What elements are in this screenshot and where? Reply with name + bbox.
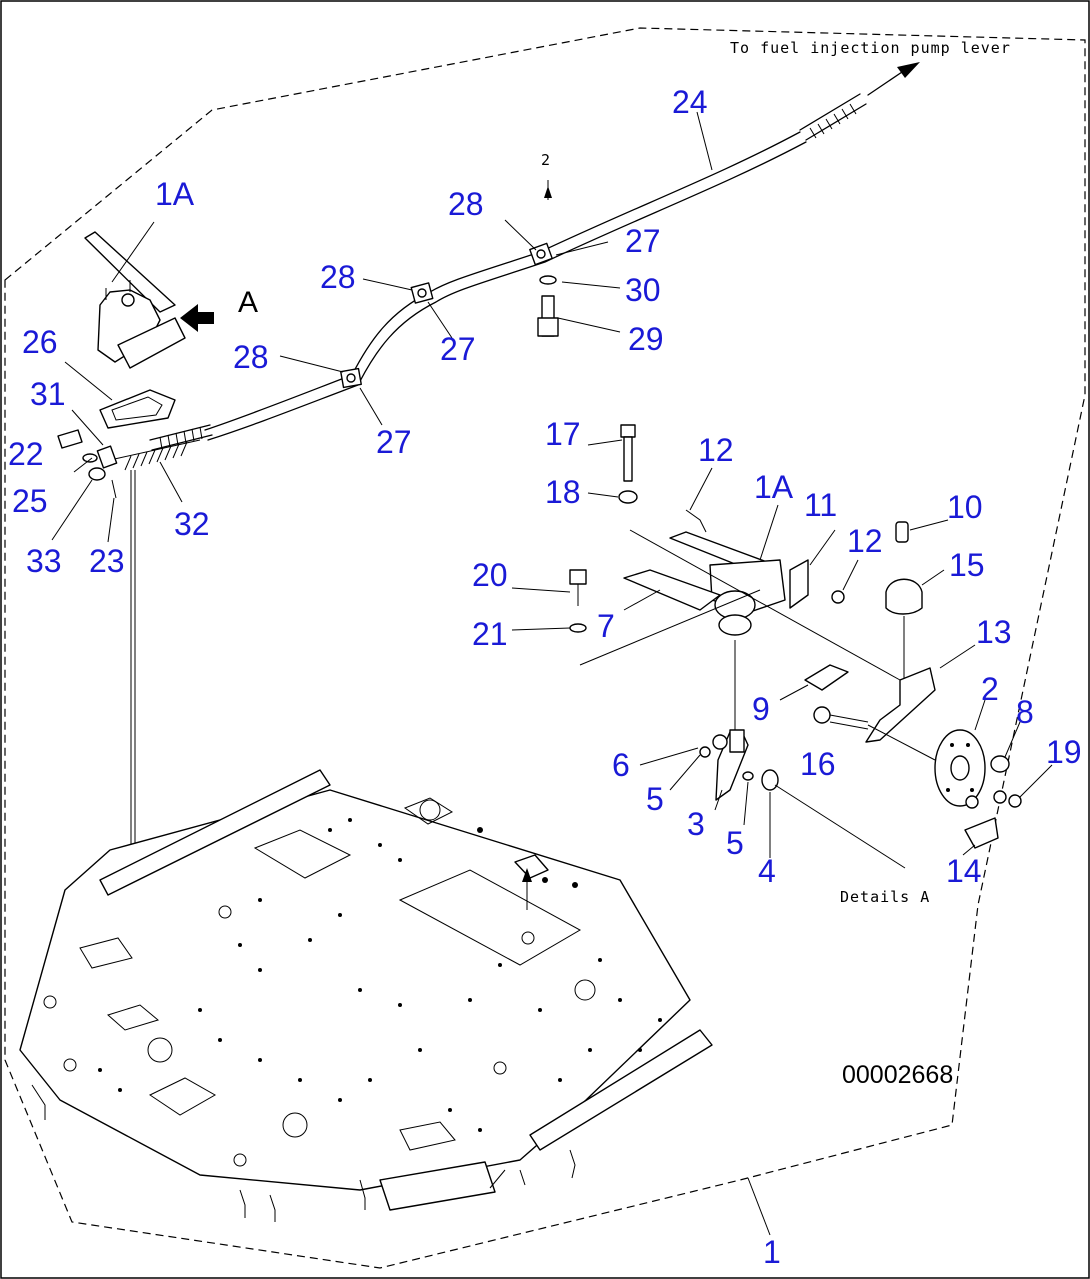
callout-11: 11 (804, 487, 837, 523)
callout-28-c: 28 (233, 339, 269, 375)
callout-32: 32 (174, 506, 210, 542)
callout-10: 10 (947, 489, 983, 525)
callout-19: 19 (1046, 734, 1082, 770)
floor-plate (19, 769, 713, 1222)
callout-18: 18 (545, 474, 581, 510)
callout-23: 23 (89, 543, 125, 579)
callout-6: 6 (612, 747, 630, 783)
drawing-number: 00002668 (842, 1061, 953, 1089)
leader-lines (51, 111, 1053, 1236)
callout-17: 17 (545, 416, 581, 452)
callout-33: 33 (26, 543, 62, 579)
callout-3: 3 (687, 806, 705, 842)
callout-20: 20 (472, 557, 508, 593)
callout-21: 21 (472, 616, 508, 652)
callout-16: 16 (800, 746, 836, 782)
callout-27-c: 27 (376, 424, 412, 460)
callout-27-b: 27 (440, 331, 476, 367)
clamp-b (410, 282, 434, 304)
callout-27-a: 27 (625, 223, 661, 259)
callout-1A-detail: 1A (754, 469, 794, 505)
callout-2: 2 (981, 671, 999, 707)
callout-7: 7 (597, 608, 615, 644)
section-mark: 2 (541, 151, 551, 169)
callout-15: 15 (949, 547, 985, 583)
callout-1A-top: 1A (155, 176, 195, 212)
view-A-letter: A (238, 286, 258, 319)
callout-13: 13 (976, 614, 1012, 650)
callout-12-b: 12 (847, 523, 883, 559)
callout-29: 29 (628, 321, 664, 357)
callout-30: 30 (625, 272, 661, 308)
callout-31: 31 (30, 376, 66, 412)
callout-28-b: 28 (320, 259, 356, 295)
callout-14: 14 (946, 853, 982, 889)
note-fuel-pump: To fuel injection pump lever (730, 39, 1011, 57)
throttle-cable (109, 62, 920, 471)
callout-8: 8 (1016, 694, 1034, 730)
floor-holes (98, 818, 662, 1132)
detail-A-parts (569, 424, 1022, 869)
callout-5-a: 5 (646, 781, 664, 817)
view-A-mark: A (238, 286, 258, 319)
small-parts-left (57, 429, 118, 499)
callout-22: 22 (8, 436, 44, 472)
callout-24: 24 (672, 84, 708, 120)
callout-1: 1 (763, 1234, 781, 1270)
plate-26 (99, 389, 176, 429)
pedal-assembly-top (84, 231, 214, 369)
note-details-a: Details A (840, 888, 930, 906)
callout-25: 25 (12, 483, 48, 519)
callout-28-a: 28 (448, 186, 484, 222)
callout-9: 9 (752, 691, 770, 727)
clamp-c (340, 367, 362, 389)
callout-5-b: 5 (726, 825, 744, 861)
callout-4: 4 (758, 853, 776, 889)
assembly-boundary (4, 27, 1086, 1269)
callout-12-a: 12 (698, 432, 734, 468)
callout-26: 26 (22, 324, 58, 360)
clamp-a (529, 242, 553, 266)
